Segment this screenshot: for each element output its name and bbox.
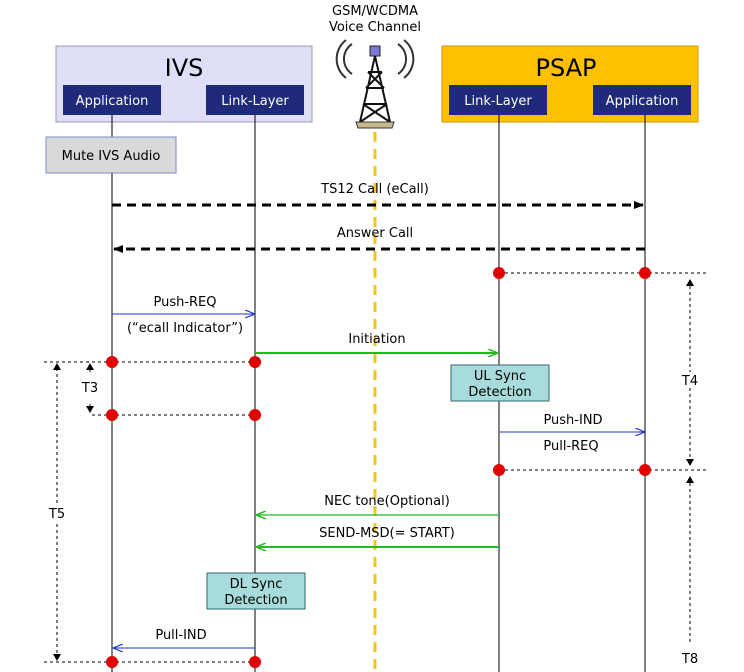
mute-ivs-audio-label: Mute IVS Audio: [62, 149, 161, 164]
ivs-app-dot-1: [106, 356, 118, 368]
mute-ivs-audio-box: [45, 136, 177, 174]
ivs-application-box: [63, 85, 161, 115]
ivs-app-dot-3: [106, 656, 118, 668]
initiation-label: Initiation: [348, 332, 405, 347]
t3-arrow-up-head: [86, 363, 94, 370]
t4-label-bg: [678, 372, 702, 388]
t8-label: T8: [681, 652, 698, 667]
t5-label-bg: [44, 505, 70, 521]
ivs-title: IVS: [165, 54, 204, 82]
t3-arrow-down-head: [86, 406, 94, 413]
ivs-link-dot-3: [249, 656, 261, 668]
ul-sync-detection-box: [450, 364, 550, 402]
ivs-app-dot-2: [106, 409, 118, 421]
dl-sync-label-line2: Detection: [224, 593, 287, 608]
dl-sync-label-line1: DL Sync: [230, 577, 283, 592]
ts12-call-label: TS12 Call (eCall): [320, 182, 429, 197]
ivs-box: IVS Application Link-Layer: [55, 45, 313, 123]
psap-title: PSAP: [535, 54, 596, 82]
dl-sync-detection-box: [206, 572, 306, 610]
push-ind-label: Push-IND: [543, 413, 602, 428]
channel-title-line2: Voice Channel: [329, 20, 421, 35]
ivs-application-label: Application: [76, 94, 149, 109]
psap-app-dot-2: [639, 464, 651, 476]
psap-link-dot-2: [493, 464, 505, 476]
pull-ind-label: Pull-IND: [155, 628, 206, 643]
t4-arrow-up-head: [686, 279, 694, 286]
ivs-link-dot-2: [249, 409, 261, 421]
ivs-link-layer-box: [206, 85, 304, 115]
psap-link-layer-label: Link-Layer: [464, 94, 532, 109]
t4-label: T4: [681, 374, 698, 389]
t3-label: T3: [81, 381, 98, 396]
t8-arrow-up-head: [686, 476, 694, 483]
ivs-link-dot-1: [249, 356, 261, 368]
push-req-label: Push-REQ: [153, 295, 216, 310]
psap-app-dot-1: [639, 267, 651, 279]
send-msd-label: SEND-MSD(= START): [319, 526, 455, 541]
pull-req-label: Pull-REQ: [543, 439, 598, 454]
t5-label: T5: [48, 507, 65, 522]
ecall-indicator-label: (“ecall Indicator”): [127, 321, 243, 336]
ivs-link-layer-label: Link-Layer: [221, 94, 289, 109]
cell-tower-icon: [335, 39, 415, 129]
t4-arrow-down-head: [686, 459, 694, 466]
psap-link-dot-1: [493, 267, 505, 279]
t5-arrow-up-head: [53, 363, 61, 370]
nec-tone-label: NEC tone(Optional): [324, 494, 450, 509]
psap-application-label: Application: [606, 94, 679, 109]
psap-link-layer-box: [449, 85, 547, 115]
t5-arrow-down-head: [53, 654, 61, 661]
psap-box: PSAP Link-Layer Application: [441, 45, 699, 123]
ul-sync-label-line1: UL Sync: [474, 369, 526, 384]
channel-title-line1: GSM/WCDMA: [332, 4, 418, 19]
answer-call-label: Answer Call: [337, 226, 413, 241]
ul-sync-label-line2: Detection: [468, 385, 531, 400]
psap-application-box: [593, 85, 691, 115]
